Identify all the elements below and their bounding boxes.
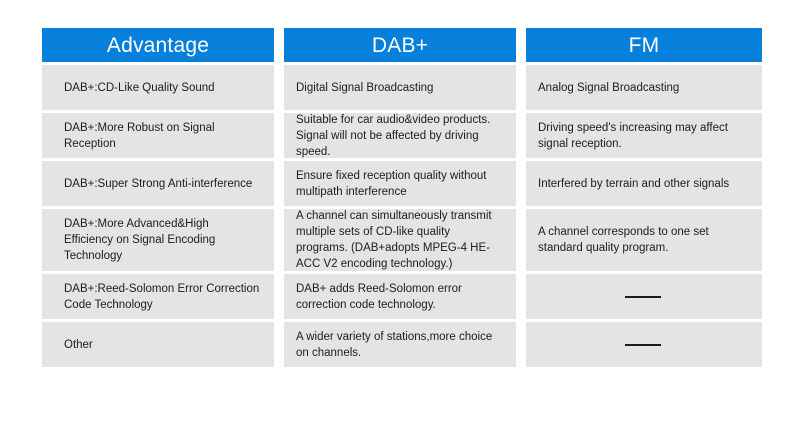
table-cell-advantage-3: DAB+:Super Strong Anti-interference <box>42 161 274 206</box>
table-cell-dabplus-6: A wider variety of stations,more choice … <box>284 322 516 367</box>
table-cell-dabplus-3: Ensure fixed reception quality without m… <box>284 161 516 206</box>
table-cell-fm-2: Driving speed's increasing may affect si… <box>526 113 762 158</box>
table-cell-fm-1: Analog Signal Broadcasting <box>526 65 762 110</box>
column-fm: FM Analog Signal Broadcasting Driving sp… <box>526 28 762 367</box>
column-header-dabplus: DAB+ <box>284 28 516 62</box>
table-cell-dabplus-2: Suitable for car audio&video products. S… <box>284 113 516 158</box>
column-header-fm: FM <box>526 28 762 62</box>
table-cell-advantage-5: DAB+:Reed-Solomon Error Correction Code … <box>42 274 274 319</box>
table-cell-fm-6 <box>526 322 762 367</box>
table-cell-fm-5 <box>526 274 762 319</box>
comparison-table: Advantage DAB+:CD-Like Quality Sound DAB… <box>42 28 766 367</box>
table-cell-advantage-1: DAB+:CD-Like Quality Sound <box>42 65 274 110</box>
table-cell-advantage-6: Other <box>42 322 274 367</box>
em-dash-icon <box>625 295 661 298</box>
table-cell-dabplus-1: Digital Signal Broadcasting <box>284 65 516 110</box>
table-cell-dabplus-4: A channel can simultaneously transmit mu… <box>284 209 516 271</box>
table-cell-fm-4: A channel corresponds to one set standar… <box>526 209 762 271</box>
table-cell-dabplus-5: DAB+ adds Reed-Solomon error correction … <box>284 274 516 319</box>
em-dash-icon <box>625 343 661 346</box>
table-cell-fm-3: Interfered by terrain and other signals <box>526 161 762 206</box>
table-cell-advantage-4: DAB+:More Advanced&High Efficiency on Si… <box>42 209 274 271</box>
column-header-advantage: Advantage <box>42 28 274 62</box>
table-cell-advantage-2: DAB+:More Robust on Signal Reception <box>42 113 274 158</box>
column-advantage: Advantage DAB+:CD-Like Quality Sound DAB… <box>42 28 274 367</box>
column-dabplus: DAB+ Digital Signal Broadcasting Suitabl… <box>284 28 516 367</box>
